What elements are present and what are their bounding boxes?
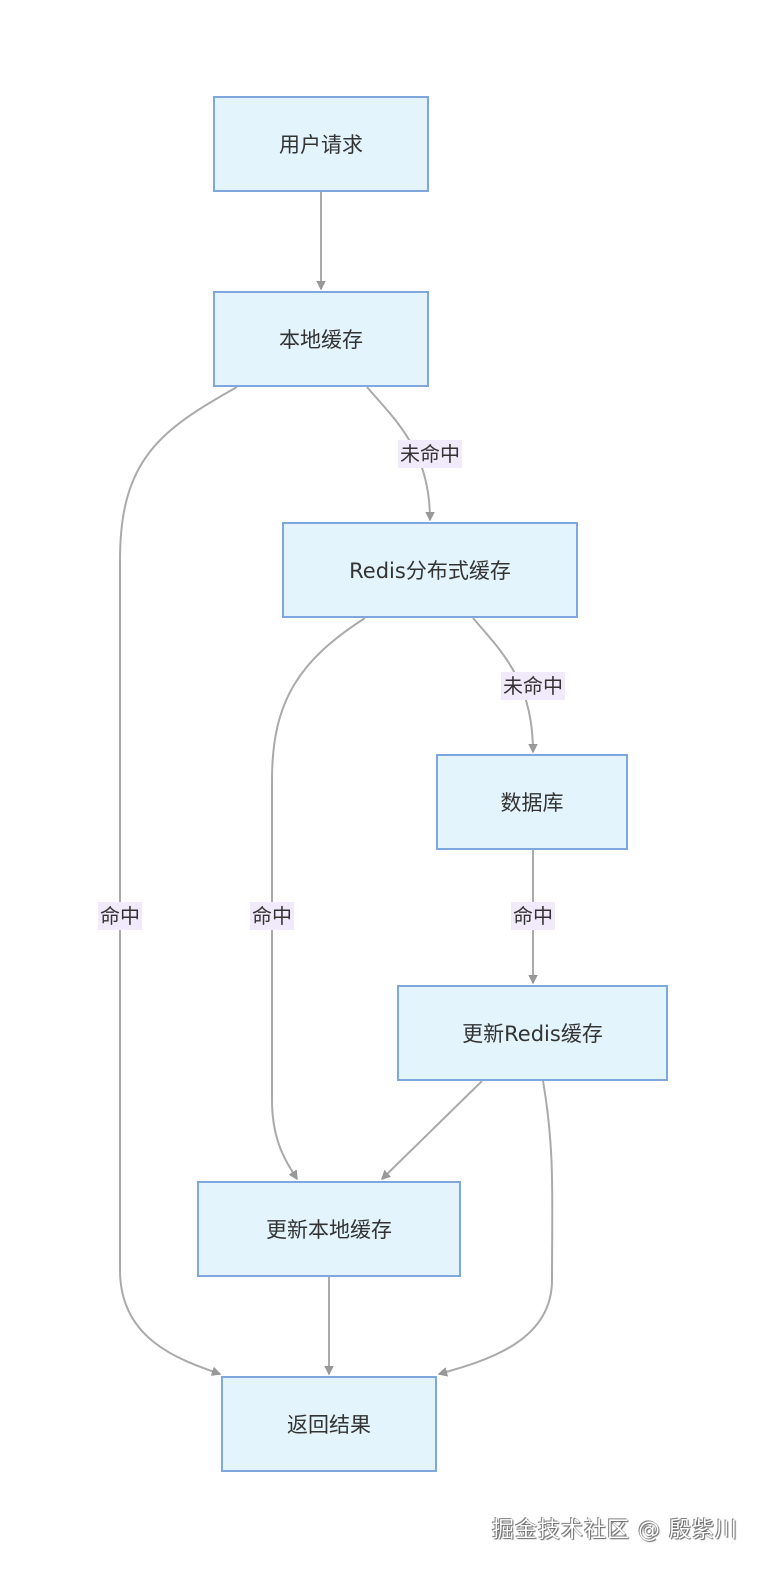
node-db: 数据库	[436, 754, 628, 850]
watermark: 掘金技术社区 @ 殷紫川	[492, 1518, 738, 1543]
node-label: 返回结果	[287, 1413, 371, 1437]
node-request: 用户请求	[213, 96, 429, 192]
node-label: Redis分布式缓存	[349, 559, 511, 583]
edge-local-to-redis	[366, 386, 430, 520]
node-local: 本地缓存	[213, 291, 429, 387]
edge-label: 命中	[511, 902, 555, 930]
node-label: 更新本地缓存	[266, 1218, 392, 1242]
node-label: 数据库	[500, 791, 564, 815]
edge-redis-to-update-local	[271, 617, 366, 1179]
node-label: 本地缓存	[279, 328, 363, 352]
node-update-local: 更新本地缓存	[197, 1181, 461, 1277]
node-update-redis: 更新Redis缓存	[397, 985, 668, 1081]
node-label: 用户请求	[279, 133, 363, 157]
edge-label: 未命中	[398, 440, 462, 468]
node-redis: Redis分布式缓存	[282, 522, 578, 618]
node-label: 更新Redis缓存	[462, 1022, 603, 1046]
edge-label: 命中	[98, 902, 142, 930]
edge-local-to-result	[119, 386, 238, 1374]
edge-label: 命中	[250, 902, 294, 930]
node-result: 返回结果	[221, 1376, 437, 1472]
edge-update-redis-to-result	[439, 1080, 554, 1374]
edge-label: 未命中	[501, 672, 565, 700]
edge-update-redis-to-update-local	[382, 1080, 483, 1179]
edge-redis-to-db	[472, 617, 533, 752]
